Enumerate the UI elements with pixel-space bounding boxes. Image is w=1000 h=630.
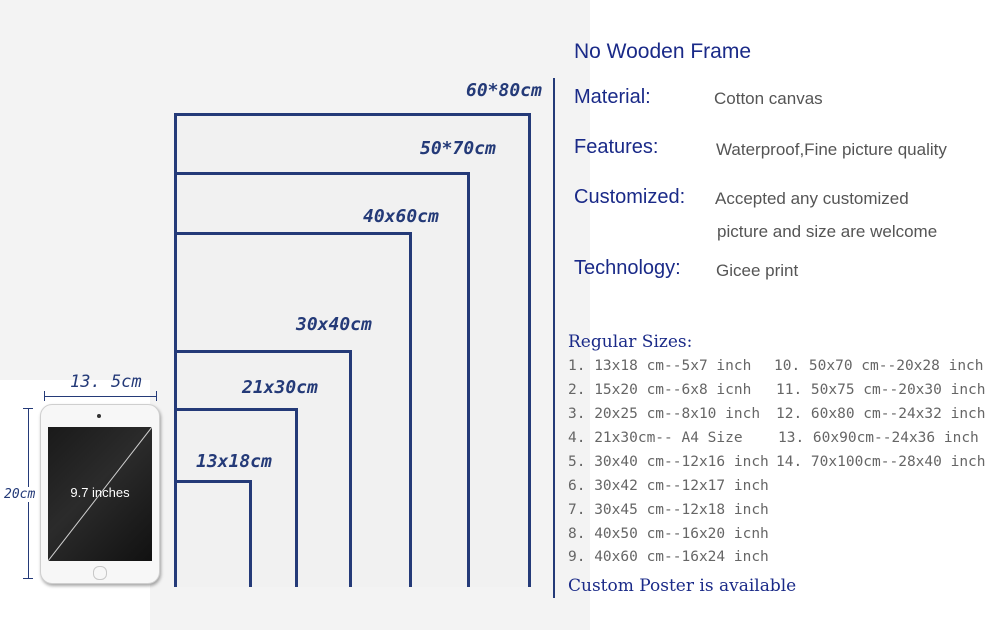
regular-sizes-title: Regular Sizes:	[568, 332, 693, 352]
features-value: Waterproof,Fine picture quality	[716, 140, 947, 159]
product-title: No Wooden Frame	[574, 40, 752, 63]
size-item: 7. 30x45 cm--12x18 inch	[568, 502, 769, 518]
home-button-icon	[93, 566, 107, 580]
frame-label-40x60: 40x60cm	[363, 206, 439, 227]
features-key: Features:	[574, 136, 659, 158]
material-value: Cotton canvas	[714, 89, 823, 108]
frame-label-60x80: 60*80cm	[466, 80, 542, 101]
size-item: 1. 13x18 cm--5x7 inch	[568, 358, 752, 374]
size-item: 10. 50x70 cm--20x28 inch	[774, 358, 984, 374]
size-item: 12. 60x80 cm--24x32 inch	[776, 406, 986, 422]
tablet-width-tick-right	[156, 391, 157, 401]
size-item: 9. 40x60 cm--16x24 inch	[568, 549, 769, 565]
tablet-height-tick-bottom	[23, 578, 33, 579]
size-item: 3. 20x25 cm--8x10 inch	[568, 406, 761, 422]
size-item: 2. 15x20 cm--6x8 icnh	[568, 382, 752, 398]
frame-label-30x40: 30x40cm	[296, 314, 372, 335]
frame-label-13x18: 13x18cm	[196, 451, 272, 472]
frame-13x18	[174, 480, 252, 587]
tablet-width-line	[44, 396, 156, 397]
size-item: 11. 50x75 cm--20x30 inch	[776, 382, 986, 398]
material-key: Material:	[574, 86, 651, 108]
tablet-screen: 9.7 inches	[48, 427, 152, 561]
vertical-divider	[553, 78, 555, 598]
technology-value: Gicee print	[716, 261, 799, 280]
frame-label-21x30: 21x30cm	[242, 377, 318, 398]
tablet-height-label: 20cm	[4, 487, 36, 502]
size-item: 13. 60x90cm--24x36 inch	[778, 430, 979, 446]
tablet-width-label: 13. 5cm	[70, 372, 142, 392]
tablet-device: 9.7 inches	[40, 404, 160, 584]
custom-poster-note: Custom Poster is available	[568, 576, 797, 596]
size-item: 8. 40x50 cm--16x20 icnh	[568, 526, 769, 542]
size-item: 5. 30x40 cm--12x16 inch	[568, 454, 769, 470]
screen-diagonal	[48, 427, 152, 561]
customized-value-line1: Accepted any customized	[715, 189, 909, 208]
screen-size-label: 9.7 inches	[70, 485, 130, 500]
frame-label-50x70: 50*70cm	[420, 138, 496, 159]
camera-icon	[97, 414, 101, 418]
technology-key: Technology:	[574, 257, 681, 279]
tablet-width-tick-left	[44, 391, 45, 401]
size-item: 14. 70x100cm--28x40 inch	[776, 454, 986, 470]
customized-value-line2: picture and size are welcome	[717, 222, 938, 241]
size-item: 4. 21x30cm-- A4 Size	[568, 430, 743, 446]
size-item: 6. 30x42 cm--12x17 inch	[568, 478, 769, 494]
customized-key: Customized:	[574, 186, 686, 208]
tablet-height-tick-top	[23, 408, 33, 409]
